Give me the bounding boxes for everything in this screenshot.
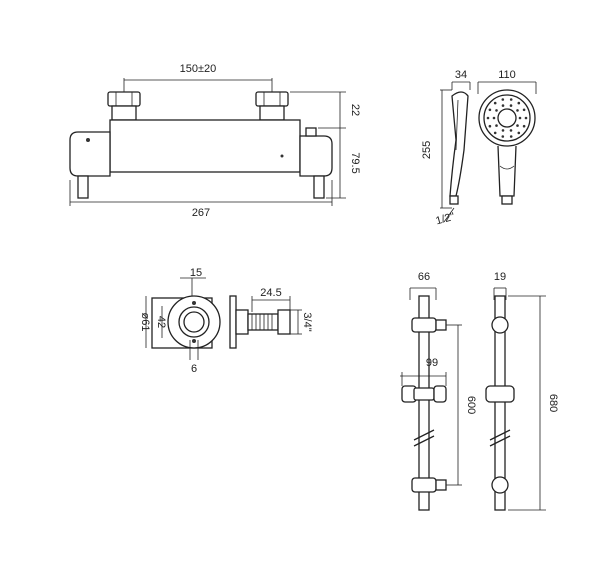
- dim-elbow-thread: 3/4": [301, 312, 313, 331]
- dim-elbow-outer: ø61: [139, 313, 151, 332]
- handset-front-view: 110: [477, 69, 537, 205]
- dim-riser-bracket: 99: [426, 357, 438, 369]
- dim-valve-length: 267: [192, 207, 210, 219]
- dim-riser-overall: 680: [547, 394, 559, 412]
- dim-elbow-bottom: 6: [191, 363, 197, 375]
- dim-valve-top: 22: [349, 104, 361, 116]
- dim-riser-width: 66: [418, 271, 430, 283]
- valve-front-view: 150±20 22 79.5 267: [69, 63, 361, 219]
- dim-valve-centers: 150±20: [180, 63, 217, 75]
- elbow-views: 15 ø61 42 6 24.5 3/4": [139, 267, 313, 375]
- dim-handset-depth: 34: [455, 69, 467, 81]
- dim-elbow-length: 24.5: [260, 287, 281, 299]
- dim-riser-length: 600: [465, 396, 477, 414]
- riser-front-view: 66 99 600: [400, 271, 477, 511]
- dim-riser-depth: 19: [494, 271, 506, 283]
- dim-handset-connection: 1/2": [434, 211, 456, 228]
- dim-elbow-inner: 42: [155, 316, 167, 328]
- dim-handset-head: 110: [498, 69, 516, 81]
- riser-side-view: 19 680: [485, 271, 559, 511]
- handset-side-view: 34 255 1/2": [421, 69, 471, 228]
- dim-valve-body: 79.5: [349, 152, 361, 173]
- dim-handset-length: 255: [421, 141, 433, 159]
- dim-elbow-top: 15: [190, 267, 202, 279]
